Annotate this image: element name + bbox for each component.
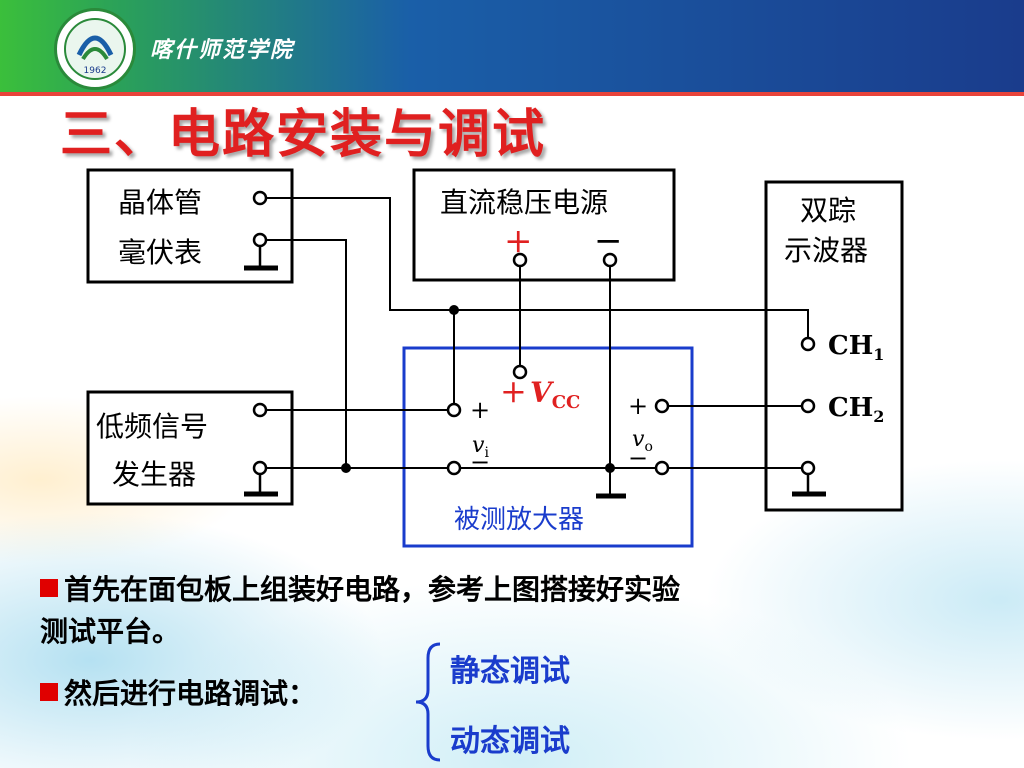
voltmeter-terminal-gnd — [252, 232, 268, 248]
oscilloscope-label-2: 示波器 — [784, 234, 868, 267]
input-terminal-plus — [446, 402, 462, 418]
power-supply-label: 直流稳压电源 — [440, 186, 608, 219]
brace-icon — [415, 642, 441, 762]
output-terminal-plus — [654, 398, 670, 414]
amplifier-box — [402, 346, 694, 548]
power-supply-box — [412, 168, 676, 282]
vi-label: vi — [472, 433, 489, 461]
voltmeter-label-1: 晶体管 — [118, 186, 202, 219]
bullet-2-text: 然后进行电路调试： — [64, 677, 317, 710]
vcc-terminal — [512, 364, 528, 380]
input-terminal-minus — [446, 460, 462, 476]
slide-title: 三、电路安装与调试 — [60, 105, 547, 165]
vcc-label: VCC — [530, 376, 580, 413]
bullet-square-icon — [40, 579, 58, 597]
power-terminal-plus — [512, 252, 528, 268]
bullet-1: 首先在面包板上组装好电路，参考上图搭接好实验 — [40, 568, 680, 608]
school-logo: 1962 — [54, 8, 136, 90]
static-debug-label: 静态调试 — [450, 654, 570, 689]
dynamic-debug-label: 动态调试 — [450, 724, 570, 759]
bullet-1-text: 首先在面包板上组装好电路，参考上图搭接好实验 — [64, 573, 681, 606]
ch1-terminal — [800, 336, 816, 352]
bullet-2: 然后进行电路调试： — [40, 672, 316, 712]
junction-dot — [449, 305, 459, 315]
ch2-terminal — [800, 398, 816, 414]
voltmeter-label-2: 毫伏表 — [118, 236, 202, 269]
ch2-label: CH2 — [828, 393, 884, 426]
wires — [266, 197, 809, 496]
amplifier-label: 被测放大器 — [454, 505, 584, 535]
output-terminal-minus — [654, 460, 670, 476]
vi-plus-label: + — [470, 396, 490, 424]
vo-minus-label: − — [628, 444, 648, 472]
vo-plus-label: + — [628, 392, 648, 420]
junction-dot — [605, 463, 615, 473]
generator-terminal-gnd — [252, 460, 268, 476]
voltmeter-box — [86, 168, 294, 284]
vi-minus-label: − — [470, 448, 490, 476]
power-terminal-minus — [602, 252, 618, 268]
bullet-1-continued: 测试平台。 — [40, 610, 180, 650]
school-name: 喀什师范学院 — [150, 37, 295, 63]
vo-label: vo — [632, 427, 653, 455]
bullet-1-text-line2: 测试平台。 — [40, 615, 181, 648]
header-band — [0, 0, 1024, 92]
oscilloscope-label-1: 双踪 — [800, 194, 856, 227]
generator-label-2: 发生器 — [112, 458, 196, 491]
generator-label-1: 低频信号 — [96, 410, 208, 443]
voltmeter-terminal-in — [252, 190, 268, 206]
oscilloscope-gnd-terminal — [800, 460, 816, 476]
junction-dot — [341, 463, 351, 473]
logo-emblem-icon: 1962 — [64, 18, 126, 80]
ch1-label: CH1 — [828, 331, 884, 364]
logo-year: 1962 — [84, 66, 107, 76]
generator-terminal-out — [252, 402, 268, 418]
header-stripe — [0, 92, 1024, 96]
bullet-square-icon — [40, 683, 58, 701]
oscilloscope-box — [764, 180, 904, 512]
